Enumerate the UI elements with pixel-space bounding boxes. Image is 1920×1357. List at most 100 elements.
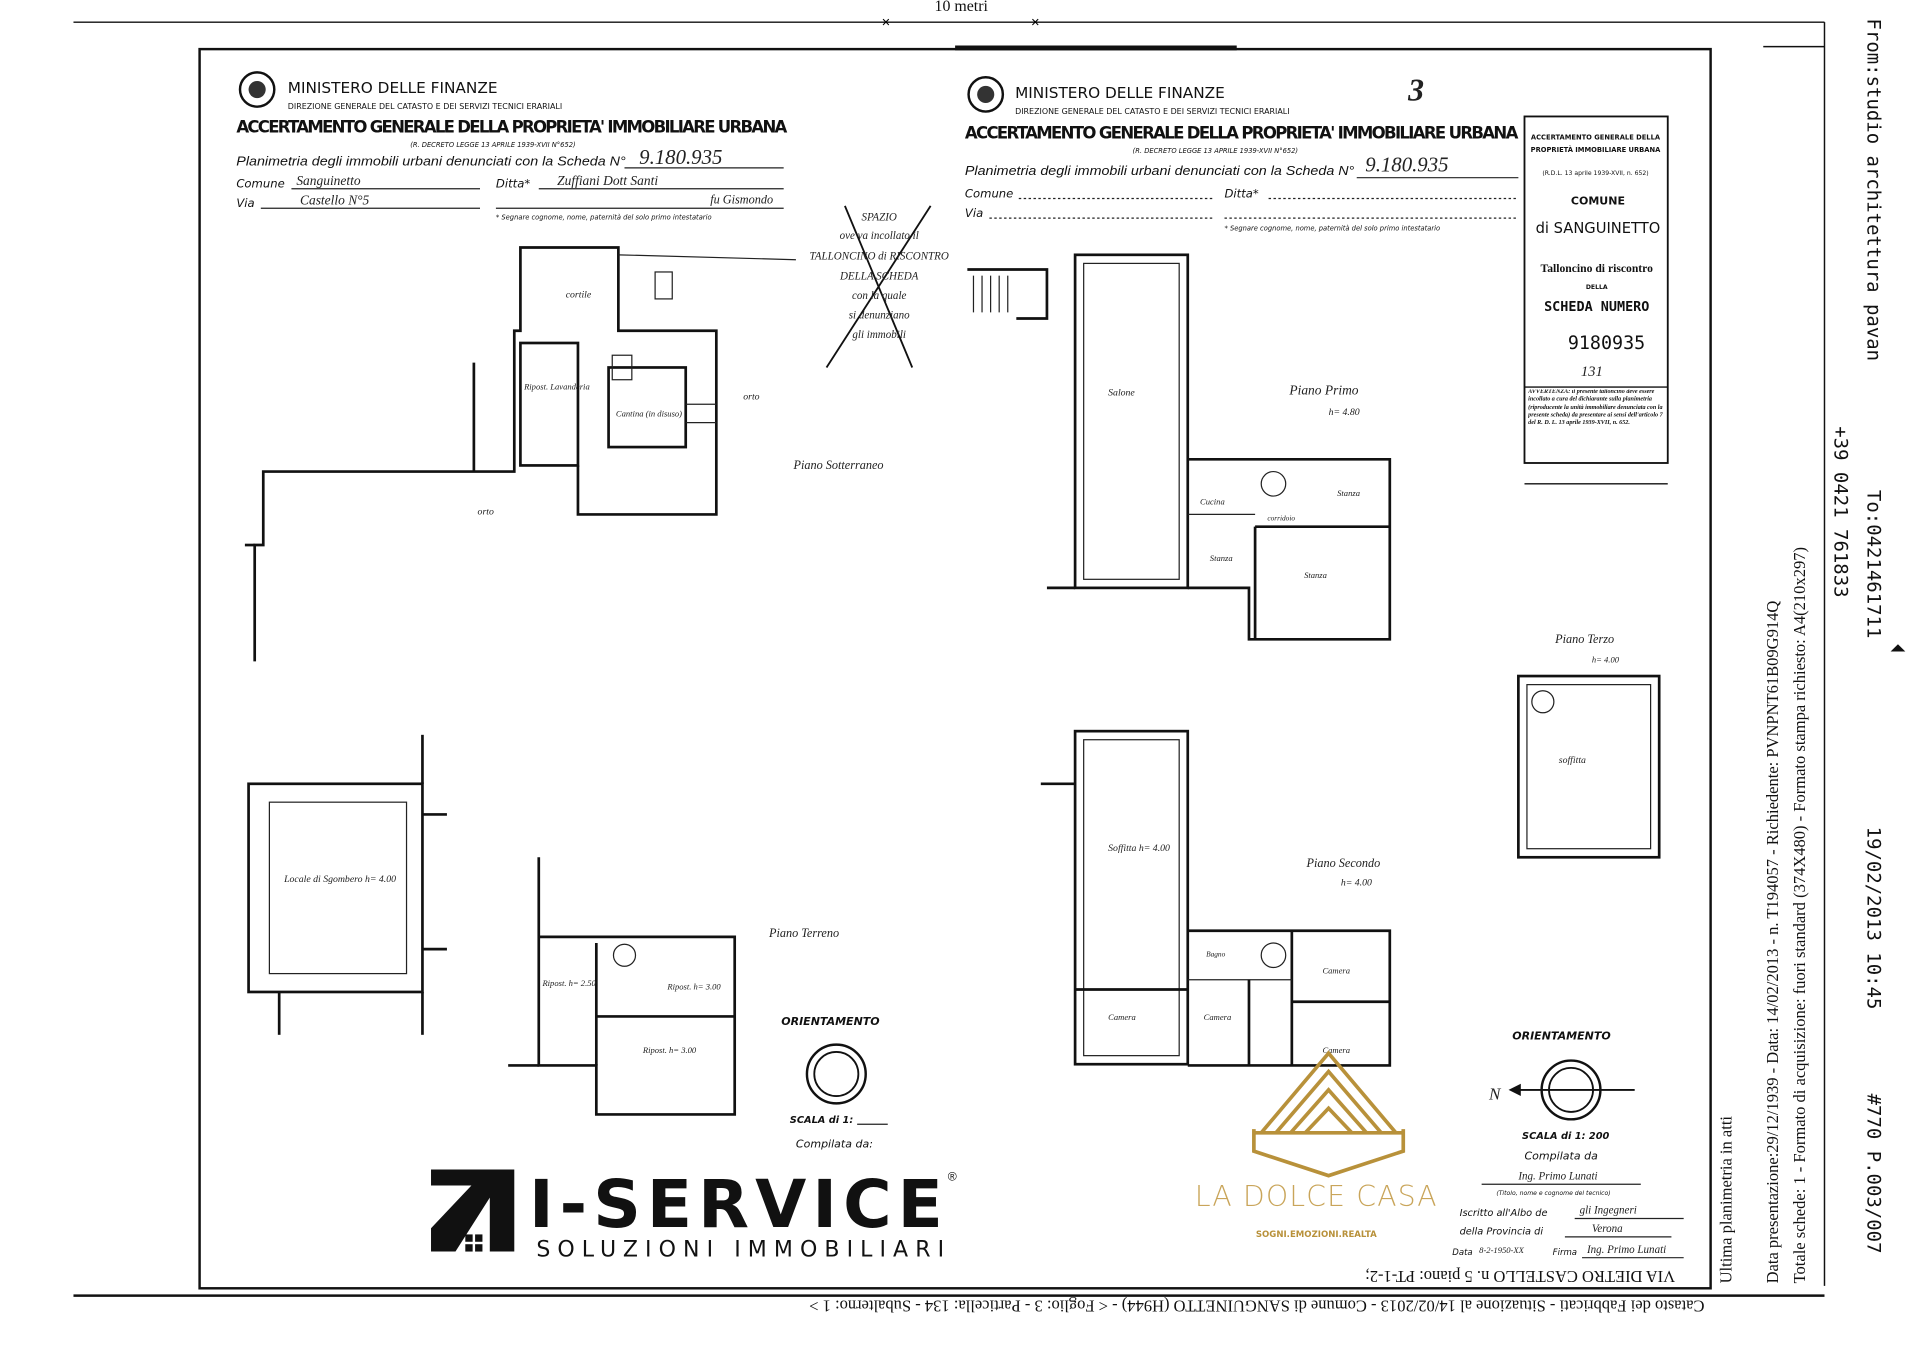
stamp-number: 9180935 — [1568, 333, 1645, 354]
room-label: Bagno — [1206, 949, 1225, 958]
room-label: Stanza — [1210, 553, 1233, 563]
planimetria-label: Planimetria degli immobili urbani denunc… — [965, 163, 1354, 178]
iservice-logo: I-SERVICE ® SOLUZIONI IMMOBILIARI — [431, 1166, 957, 1262]
floor-label: Piano Terreno — [768, 926, 839, 940]
stamp-scheda-numero: SCHEDA NUMERO — [1544, 300, 1649, 315]
form-title: ACCERTAMENTO GENERALE DELLA PROPRIETA' I… — [236, 117, 787, 136]
room-label: Locale di Sgombero h= 4.00 — [283, 874, 396, 885]
direction-title: DIREZIONE GENERALE DEL CATASTO E DEI SER… — [1015, 107, 1289, 116]
stamp-della: DELLA — [1586, 284, 1608, 291]
title-note: (Titolo, nome e cognome del tecnico) — [1496, 1189, 1610, 1197]
floor-label: Piano Terzo — [1554, 632, 1614, 646]
provincia-label: della Provincia di — [1460, 1226, 1544, 1237]
fax-datetime: 19/02/2013 10:45 — [1862, 827, 1884, 1010]
room-label: Camera — [1108, 1012, 1136, 1022]
area-label: orto — [743, 391, 759, 402]
catasto-footer: VIA DIETRO CASTELLO n. 5 piano: PT-1-2; … — [809, 1267, 1704, 1315]
floor-height: h= 4.80 — [1329, 407, 1360, 418]
floor-plan-second: Soffitta h= 4.00 Bagno Camera Camera Cam… — [1040, 729, 1392, 1067]
tick: × — [1031, 15, 1040, 31]
spazio-line: ove va incollato il — [840, 230, 919, 242]
room-label: soffitta — [1559, 755, 1586, 766]
scale-label: SCALA di 1: 200 — [1522, 1131, 1609, 1142]
left-form-header: MINISTERO DELLE FINANZE DIREZIONE GENERA… — [236, 71, 788, 221]
orientamento-label: ORIENTAMENTO — [1512, 1030, 1610, 1043]
talloncino-stamp: ACCERTAMENTO GENERALE DELLA PROPRIETÀ IM… — [1523, 115, 1669, 485]
room-label: Stanza — [1304, 570, 1327, 580]
stamp-line: PROPRIETÀ IMMOBILIARE URBANA — [1531, 145, 1661, 154]
left-footer: ORIENTAMENTO SCALA di 1: Compilata da: — [781, 1015, 888, 1150]
spazio-line: DELLA SCHEDA — [839, 270, 919, 282]
catasto-line: Data presentazione:29/12/1939 - Data: 14… — [1763, 601, 1782, 1284]
floor-plan-third: Piano Terzo h= 4.00 soffitta — [1517, 632, 1661, 859]
room-label: Ripost. h= 3.00 — [666, 982, 721, 992]
floor-label: Piano Secondo — [1306, 856, 1381, 870]
fax-to: To:0421461711 — [1862, 490, 1884, 638]
north-label: N — [1488, 1085, 1502, 1104]
right-form-header: MINISTERO DELLE FINANZE DIREZIONE GENERA… — [965, 73, 1519, 233]
ditta-value: Zuffiani Dott Santi — [557, 173, 658, 188]
compiled-by-label: Compilata da — [1524, 1150, 1598, 1163]
la-dolce-casa-logo: LA DOLCE CASA SOGNI.EMOZIONI.REALTA — [1195, 1050, 1437, 1240]
via-value: Castello N°5 — [300, 193, 370, 208]
room-label: cortile — [566, 290, 592, 301]
room-label: Cantina (in disuso) — [616, 408, 682, 418]
page-mark: 3 — [1407, 73, 1424, 108]
dolce-casa-tagline: SOGNI.EMOZIONI.REALTA — [1256, 1230, 1377, 1240]
right-footer: ORIENTAMENTO N SCALA di 1: 200 Compilata… — [1452, 1030, 1684, 1259]
emblem-icon — [967, 76, 1005, 113]
iservice-house-icon — [431, 1169, 515, 1252]
form-title: ACCERTAMENTO GENERALE DELLA PROPRIETA' I… — [965, 124, 1519, 143]
provincia-value: Verona — [1592, 1223, 1623, 1235]
fax-header: From:studio architettura pavan +39 0421 … — [1829, 19, 1906, 1254]
date-value: 8-2-1950-XX — [1479, 1245, 1524, 1255]
spazio-line: con la quale — [852, 290, 907, 302]
albo-label: Iscritto all'Albo de — [1460, 1208, 1548, 1219]
floor-label: Piano Sotterraneo — [792, 458, 883, 472]
room-label: corridoio — [1267, 514, 1295, 523]
room-label: Soffitta h= 4.00 — [1108, 843, 1170, 854]
catasto-reference: Catasto dei Fabbricati - Situazione al 1… — [809, 1297, 1704, 1316]
floor-height: h= 4.00 — [1592, 655, 1620, 665]
signature-value: Ing. Primo Lunati — [1586, 1244, 1666, 1256]
sheet-frame — [198, 47, 1712, 1290]
emblem-icon — [238, 71, 276, 108]
stamp-handwritten: 131 — [1581, 364, 1603, 380]
fax-page: #770 P.003/007 — [1862, 1094, 1884, 1254]
via-label: Via — [965, 206, 983, 220]
tick: × — [882, 15, 891, 31]
registered-mark: ® — [948, 1170, 957, 1184]
stamp-line: ACCERTAMENTO GENERALE DELLA — [1531, 134, 1661, 142]
scale-label: SCALA di 1: — [790, 1115, 854, 1126]
albo-value: gli Ingegneri — [1580, 1205, 1637, 1217]
ditta-label: Ditta* — [496, 176, 530, 190]
floor-plan-ground: Locale di Sgombero h= 4.00 Ripost. h= 2.… — [247, 734, 839, 1116]
floor-plan-first: Salone Cucina corridoio Stanza Stanza St… — [967, 253, 1392, 641]
stamp-talloncino: Talloncino di riscontro — [1541, 262, 1654, 275]
room-label: Ripost. h= 3.00 — [642, 1045, 697, 1055]
fax-from: From:studio architettura pavan — [1862, 19, 1884, 362]
comune-label: Comune — [236, 176, 284, 190]
spazio-line: si denunziano — [849, 310, 910, 322]
room-label: Stanza — [1337, 488, 1360, 498]
orientamento-label: ORIENTAMENTO — [781, 1015, 879, 1028]
catasto-side-info: Ultima planimetria in atti Data presenta… — [1716, 547, 1808, 1283]
direction-title: DIREZIONE GENERALE DEL CATASTO E DEI SER… — [288, 102, 562, 111]
ditta-value-2: fu Gismondo — [710, 192, 773, 206]
room-label: Ripost. Lavanderia — [523, 382, 590, 392]
ministry-title: MINISTERO DELLE FINANZE — [288, 79, 498, 97]
room-label: Camera — [1322, 1045, 1350, 1055]
floor-plan-basement: cortile Ripost. Lavanderia Cantina (in d… — [244, 246, 884, 662]
via-label: Via — [236, 196, 254, 210]
fax-phone: +39 0421 761833 — [1829, 426, 1851, 597]
planimetria-label: Planimetria degli immobili urbani denunc… — [236, 153, 625, 168]
footnote: * Segnare cognome, nome, paternità del s… — [1224, 224, 1440, 232]
spazio-line: gli immobili — [852, 329, 906, 341]
stamp-decree: (R.D.L. 13 aprile 1939-XVII, n. 652) — [1542, 170, 1648, 177]
emblem-center-icon — [248, 80, 266, 99]
spazio-line: TALLONCINO di RISCONTRO — [810, 251, 949, 263]
ministry-title: MINISTERO DELLE FINANZE — [1015, 84, 1225, 102]
room-label: Ripost. h= 2.50 — [541, 978, 596, 988]
floor-label: Piano Primo — [1288, 382, 1358, 397]
compiled-by-value: Ing. Primo Lunati — [1517, 1170, 1597, 1182]
